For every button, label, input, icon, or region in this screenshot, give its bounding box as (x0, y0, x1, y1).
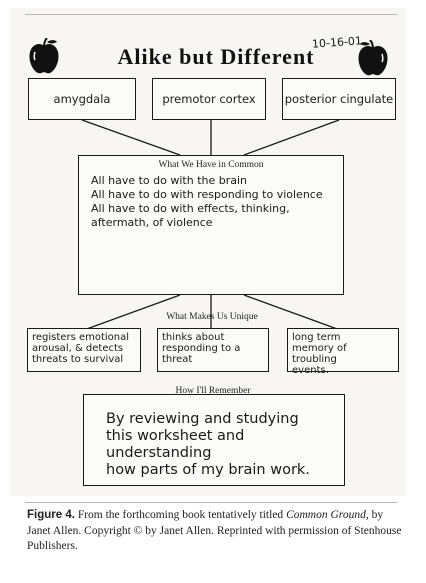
figure-caption: Figure 4. From the forthcoming book tent… (27, 508, 405, 555)
term-label: posterior cingulate (284, 92, 394, 106)
common-line: All have to do with responding to violen… (91, 188, 323, 201)
common-lines: All have to do with the brain All have t… (91, 174, 323, 230)
apple-icon (29, 38, 59, 74)
unique-line: arousal, & detects (32, 343, 124, 354)
unique-box-premotor-cortex: thinks about responding to a threat (157, 328, 269, 372)
remember-line: this worksheet and understanding (106, 428, 245, 461)
term-label: premotor cortex (162, 92, 256, 106)
remember-box: By reviewing and studying this worksheet… (83, 394, 345, 486)
caption-rule (25, 502, 397, 503)
caption-text: , by Janet Allen. Copyright © by Janet A… (27, 509, 402, 552)
unique-line: responding to a (162, 343, 241, 354)
figure-label: Figure 4. (27, 509, 75, 521)
remember-header: How I'll Remember (175, 386, 251, 396)
book-title: Common Ground (286, 509, 366, 521)
unique-header: What Makes Us Unique (166, 312, 258, 322)
remember-line: By reviewing and studying (106, 411, 299, 427)
remember-lines: By reviewing and studying this worksheet… (106, 411, 344, 479)
unique-line: registers emotional (32, 332, 130, 343)
term-box-posterior-cingulate: posterior cingulate (282, 78, 396, 120)
common-box: What We Have in Common All have to do wi… (78, 155, 344, 295)
unique-line: long term (292, 332, 341, 343)
unique-line: threat (162, 354, 193, 365)
term-box-amygdala: amygdala (28, 78, 136, 120)
common-line: All have to do with effects, thinking, (91, 202, 290, 215)
worksheet-title: Alike but Different (117, 44, 315, 69)
top-rule (25, 14, 397, 15)
term-label: amygdala (53, 92, 111, 106)
common-line: All have to do with the brain (91, 174, 248, 187)
common-header: What We Have in Common (158, 160, 264, 170)
unique-line: memory of troubling (292, 343, 347, 365)
remember-line: how parts of my brain work. (106, 462, 310, 478)
unique-box-amygdala: registers emotional arousal, & detects t… (27, 328, 141, 372)
apple-icon (358, 40, 388, 76)
caption-text: From the forthcoming book tentatively ti… (74, 509, 287, 521)
unique-line: events. (292, 365, 329, 376)
term-box-premotor-cortex: premotor cortex (152, 78, 266, 120)
unique-line: threats to survival (32, 354, 124, 365)
common-line: aftermath, of violence (91, 216, 213, 229)
unique-box-posterior-cingulate: long term memory of troubling events. (287, 328, 399, 376)
unique-line: thinks about (162, 332, 225, 343)
